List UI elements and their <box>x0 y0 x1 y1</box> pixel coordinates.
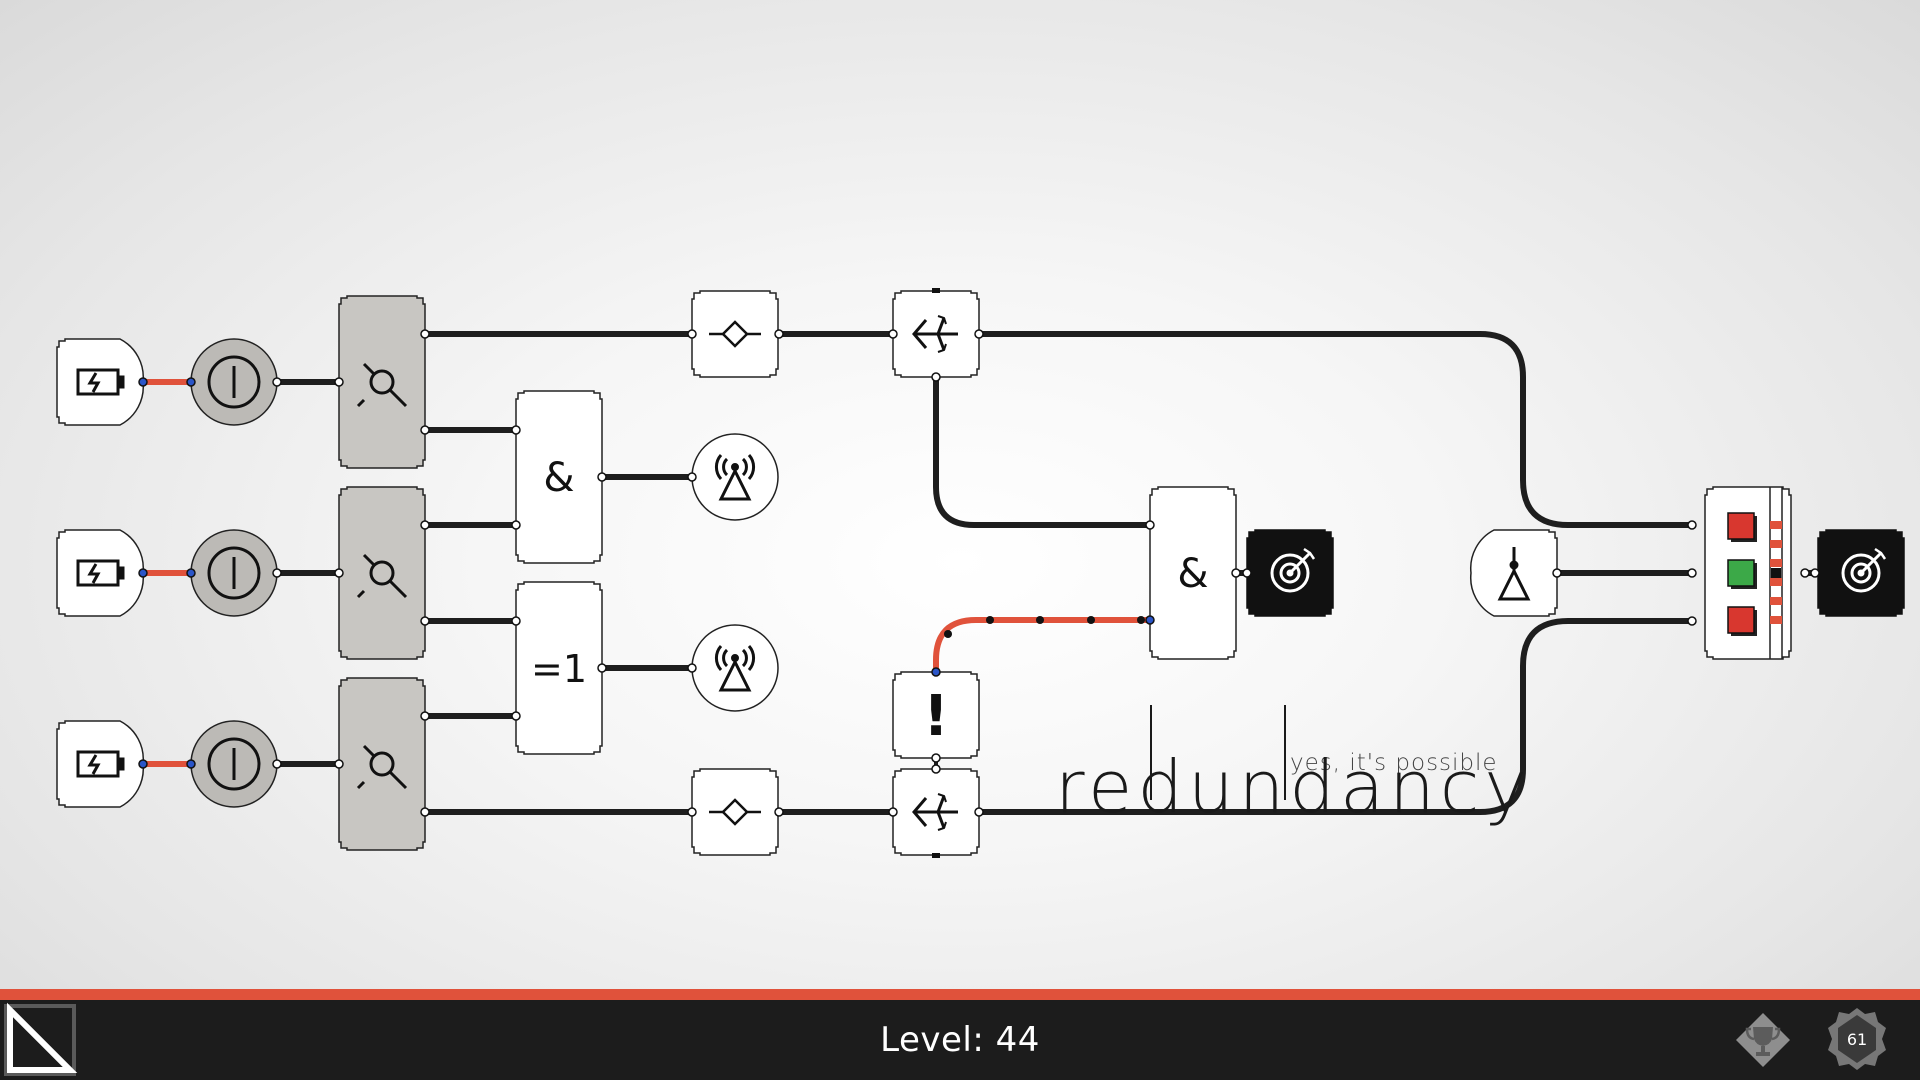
trophy-icon <box>1745 1027 1781 1056</box>
probe-icon <box>356 362 408 408</box>
not-gate[interactable]: ! <box>892 671 980 759</box>
level-label: Level: 44 <box>880 1020 1040 1060</box>
target-icon <box>1270 547 1316 593</box>
power-switch-icon <box>207 546 261 600</box>
beacon-node[interactable] <box>1469 529 1558 617</box>
probe-node-2[interactable] <box>338 486 426 660</box>
puzzle-title: redundancy <box>1055 745 1532 829</box>
diamond-icon <box>709 798 761 826</box>
power-switch-icon <box>207 355 261 409</box>
power-switch-icon <box>207 737 261 791</box>
xor-gate-symbol: =1 <box>531 647 587 691</box>
xor-gate[interactable]: =1 <box>515 581 603 755</box>
and-gate-left[interactable]: & <box>515 390 603 564</box>
power-switch-2[interactable] <box>190 529 278 617</box>
battery-node-3[interactable] <box>56 720 145 808</box>
bottom-accent-stripe <box>0 989 1920 1000</box>
probe-icon <box>356 744 408 790</box>
target-node-2[interactable] <box>1817 529 1905 617</box>
antenna-icon <box>714 645 756 692</box>
and-gate-symbol: & <box>543 455 574 501</box>
diode-node-2[interactable] <box>691 768 779 856</box>
battery-icon <box>76 368 125 396</box>
and-gate-right[interactable]: & <box>1149 486 1237 660</box>
wire-splitter-top-panel <box>976 331 1695 528</box>
menu-button[interactable] <box>0 1000 80 1080</box>
probe-node-3[interactable] <box>338 677 426 851</box>
indicator-panel[interactable] <box>1704 486 1792 660</box>
battery-icon <box>76 750 125 778</box>
splitter-icon <box>912 793 958 831</box>
antenna-icon <box>714 454 756 501</box>
antenna-node-2[interactable] <box>691 624 779 712</box>
power-switch-1[interactable] <box>190 338 278 426</box>
menu-corner-icon <box>4 1002 78 1076</box>
target-node-1[interactable] <box>1246 529 1334 617</box>
indicator-panel-icon <box>1727 487 1783 659</box>
diode-node-1[interactable] <box>691 290 779 378</box>
wire-splitter-and <box>933 374 1153 528</box>
and-gate-symbol: & <box>1177 551 1208 597</box>
power-switch-3[interactable] <box>190 720 278 808</box>
battery-node-1[interactable] <box>56 338 145 426</box>
antenna-node-1[interactable] <box>691 433 779 521</box>
splitter-icon <box>912 315 958 353</box>
battery-node-2[interactable] <box>56 529 145 617</box>
wire-splitter-bottom-panel <box>976 618 1695 815</box>
battery-icon <box>76 559 125 587</box>
completed-count-badge[interactable] <box>1824 1006 1890 1072</box>
target-icon <box>1841 547 1887 593</box>
wire-not-and <box>933 617 1153 675</box>
puzzle-title-group: yes, it's possible redundancy <box>1055 705 1532 829</box>
level-indicator: Level: 44 <box>0 1000 1920 1080</box>
probe-icon <box>356 553 408 599</box>
not-gate-symbol: ! <box>923 684 949 749</box>
beacon-icon <box>1497 547 1531 601</box>
signal-pulses <box>944 616 1145 638</box>
diamond-icon <box>709 320 761 348</box>
splitter-node-2[interactable] <box>892 768 980 858</box>
splitter-node-1[interactable] <box>892 288 980 378</box>
completed-count: 61 <box>1846 1029 1868 1049</box>
bottom-status-bar <box>0 1000 1920 1080</box>
ports <box>138 329 1820 817</box>
trophy-button[interactable] <box>1734 1011 1792 1069</box>
probe-node-1[interactable] <box>338 295 426 469</box>
puzzle-subtitle: yes, it's possible <box>1290 750 1498 776</box>
